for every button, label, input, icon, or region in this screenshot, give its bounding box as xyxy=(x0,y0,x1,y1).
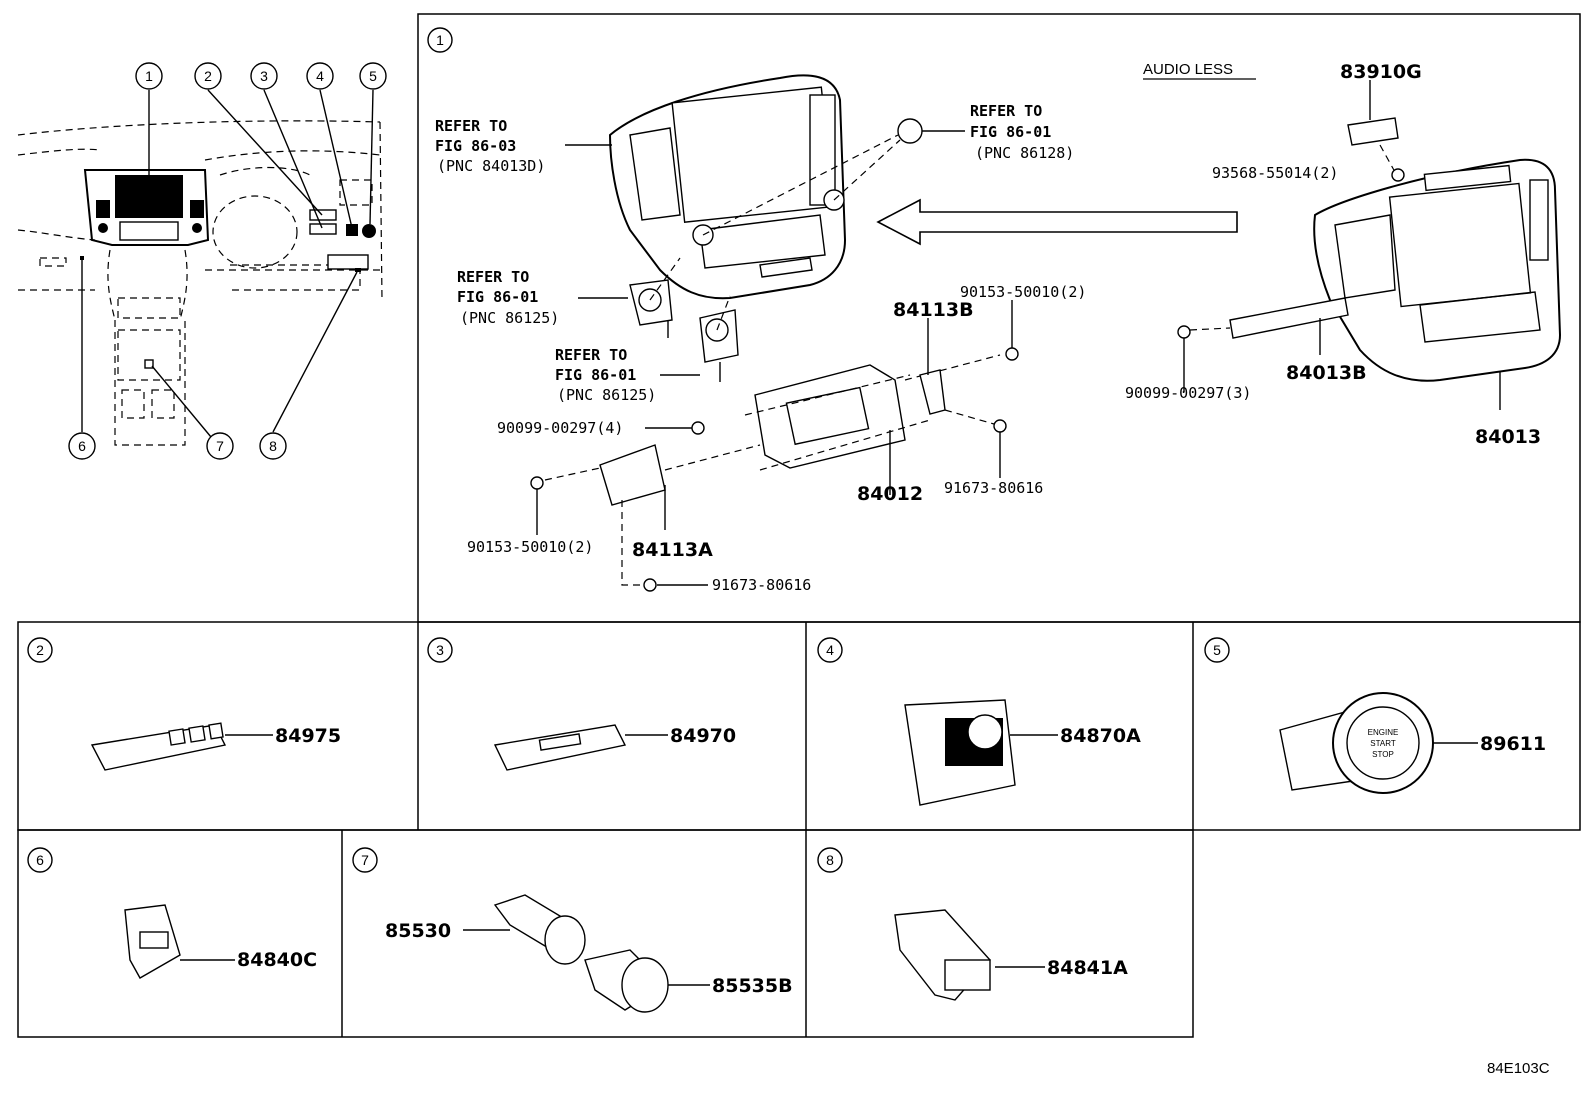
panel-4: 4 84870A xyxy=(817,637,1141,806)
callout-7: 7 xyxy=(216,438,224,454)
callout-4: 4 xyxy=(316,68,324,84)
ref1-line3: (PNC 84013D) xyxy=(437,157,545,175)
panel-5-callout: 5 xyxy=(1213,642,1221,658)
callout-2: 2 xyxy=(204,68,212,84)
part-84013B: 84013B xyxy=(1286,362,1367,384)
diagram-id: 84E103C xyxy=(1487,1060,1550,1077)
ref3-line1: REFER TO xyxy=(457,268,529,286)
ref4-line2: FIG 86-01 xyxy=(555,366,636,384)
ref3-line3: (PNC 86125) xyxy=(460,309,559,327)
engine-button-line2: START xyxy=(1370,739,1396,748)
panel-4-callout: 4 xyxy=(826,642,834,658)
part-93568-55014: 93568-55014(2) xyxy=(1212,164,1338,182)
part-83910G: 83910G xyxy=(1340,61,1422,83)
part-84013: 84013 xyxy=(1475,426,1541,448)
engine-button-line3: STOP xyxy=(1372,750,1394,759)
part-90153-50010-upper: 90153-50010(2) xyxy=(960,283,1086,301)
audio-less-label: AUDIO LESS xyxy=(1143,61,1233,78)
callout-6: 6 xyxy=(78,438,86,454)
ref1-line1: REFER TO xyxy=(435,117,507,135)
callout-1: 1 xyxy=(145,68,153,84)
panel-7-callout: 7 xyxy=(361,852,369,868)
part-90153-50010-lower: 90153-50010(2) xyxy=(467,538,593,556)
panel-7: 7 85530 85535B xyxy=(352,847,793,1013)
overview-callouts: 1 2 3 4 5 6 7 8 xyxy=(68,62,387,460)
panel-2: 2 84975 xyxy=(27,637,341,771)
panel-2-callout: 2 xyxy=(36,642,44,658)
panel-1: 1 REFER TO FIG 86-03 (PNC 84013D) REFER … xyxy=(427,27,1562,594)
part-91673-80616-right: 91673-80616 xyxy=(944,479,1043,497)
callout-8: 8 xyxy=(269,438,277,454)
ref2-line1: REFER TO xyxy=(970,102,1042,120)
panel-8-callout: 8 xyxy=(826,852,834,868)
panel-frames xyxy=(17,13,1581,1038)
ref4-line1: REFER TO xyxy=(555,346,627,364)
part-84870A: 84870A xyxy=(1060,725,1141,747)
part-85530: 85530 xyxy=(385,920,451,942)
part-84113B: 84113B xyxy=(893,299,974,321)
part-90099-00297-3: 90099-00297(3) xyxy=(1125,384,1251,402)
panel-8: 8 84841A xyxy=(817,847,1128,1001)
callout-3: 3 xyxy=(260,68,268,84)
panel-3: 3 84970 xyxy=(427,637,736,771)
callout-5: 5 xyxy=(369,68,377,84)
part-89611: 89611 xyxy=(1480,733,1546,755)
ref1-line2: FIG 86-03 xyxy=(435,137,516,155)
part-84975: 84975 xyxy=(275,725,341,747)
part-84840C: 84840C xyxy=(237,949,317,971)
panel-5: 5 ENGINE START STOP 89611 xyxy=(1204,637,1546,794)
panel-6-callout: 6 xyxy=(36,852,44,868)
ref3-line2: FIG 86-01 xyxy=(457,288,538,306)
panel-3-callout: 3 xyxy=(436,642,444,658)
part-84970: 84970 xyxy=(670,725,736,747)
ref2-line2: FIG 86-01 xyxy=(970,123,1051,141)
part-84113A: 84113A xyxy=(632,539,713,561)
engine-button-line1: ENGINE xyxy=(1368,728,1399,737)
dashboard-overview xyxy=(17,89,383,446)
part-84012: 84012 xyxy=(857,483,923,505)
panel-1-callout: 1 xyxy=(436,32,444,48)
part-90099-00297-4: 90099-00297(4) xyxy=(497,419,623,437)
part-91673-80616-lower: 91673-80616 xyxy=(712,576,811,594)
ref4-line3: (PNC 86125) xyxy=(557,386,656,404)
panel-6: 6 84840C xyxy=(27,847,317,979)
part-85535B: 85535B xyxy=(712,975,793,997)
ref2-line3: (PNC 86128) xyxy=(975,144,1074,162)
part-84841A: 84841A xyxy=(1047,957,1128,979)
